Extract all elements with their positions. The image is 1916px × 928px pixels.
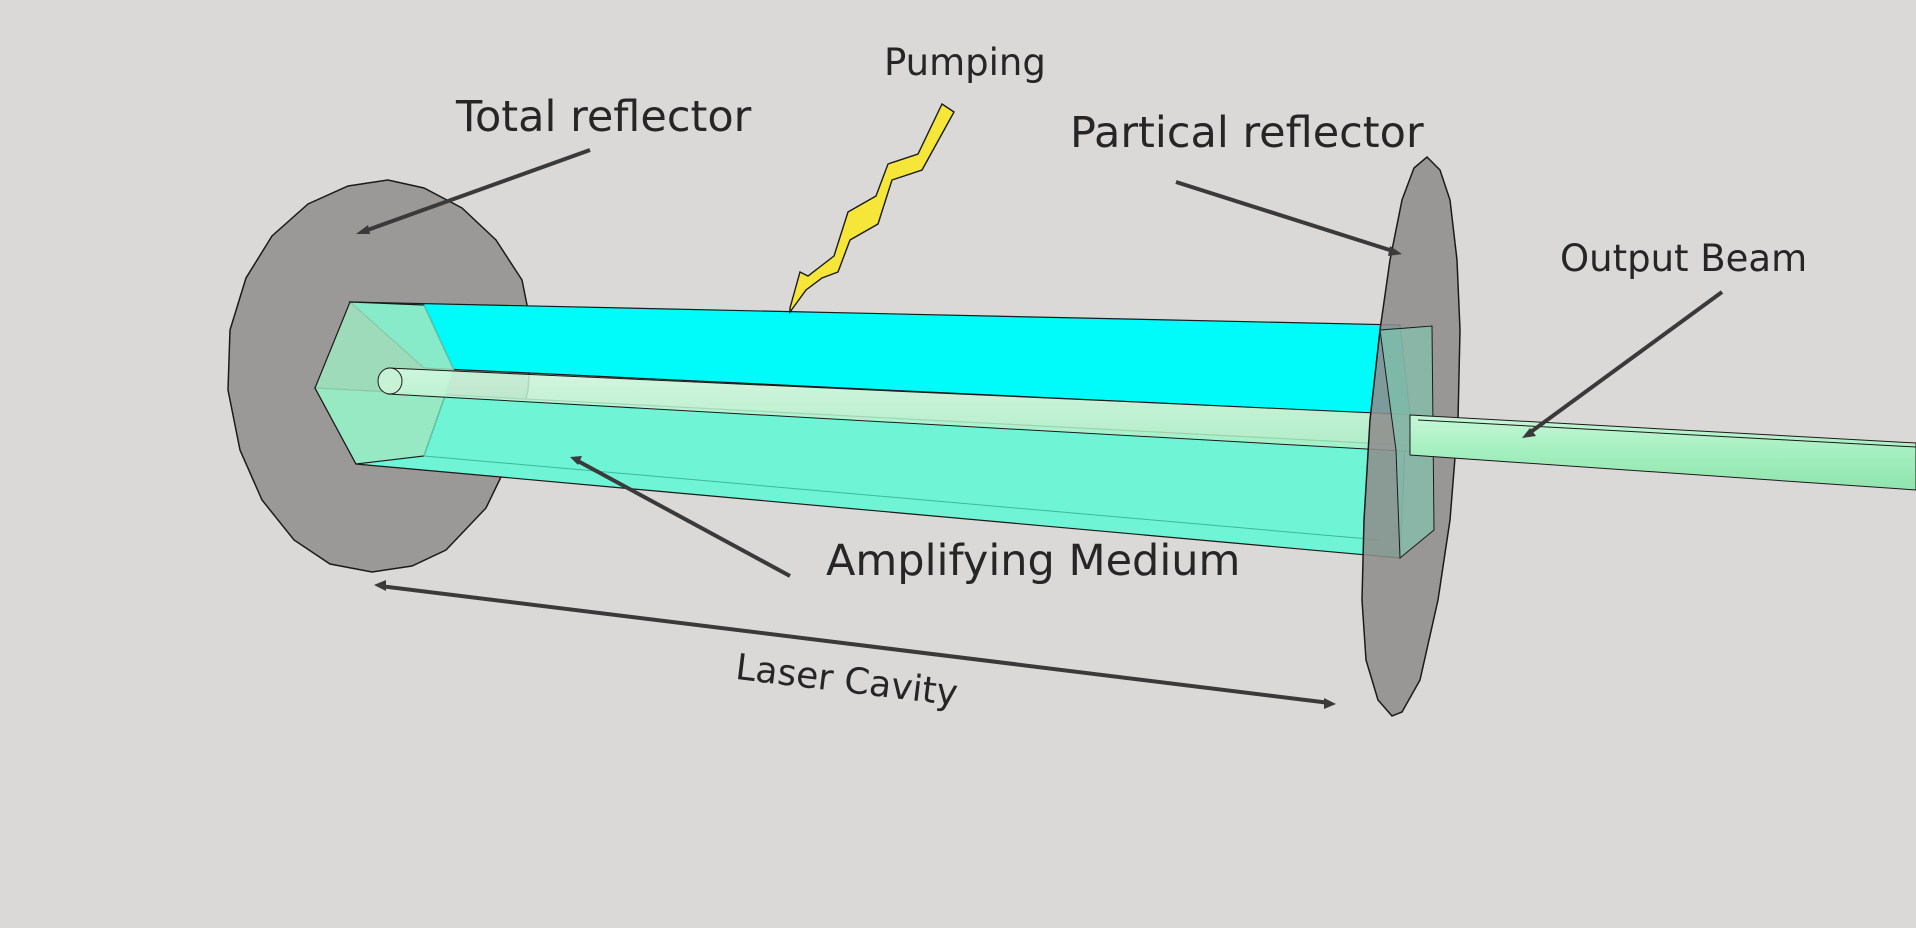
output-beam [1409,414,1916,491]
amplifying-medium-leader [575,458,791,578]
pumping-bolt-icon [789,102,955,315]
total-reflector-leader [361,148,591,234]
partial-reflector-leader [1175,180,1397,254]
amplifying-medium-label: Amplifying Medium [826,536,1241,586]
total-reflector-label: Total reflector [456,92,752,142]
laser-cavity-arrow [379,584,1331,705]
partial-reflector-label: Partical reflector [1070,108,1424,158]
output-beam-leader [1526,290,1724,436]
pumping-label: Pumping [884,41,1046,84]
output-beam-label: Output Beam [1560,237,1808,280]
medium-front-end [1379,325,1435,560]
